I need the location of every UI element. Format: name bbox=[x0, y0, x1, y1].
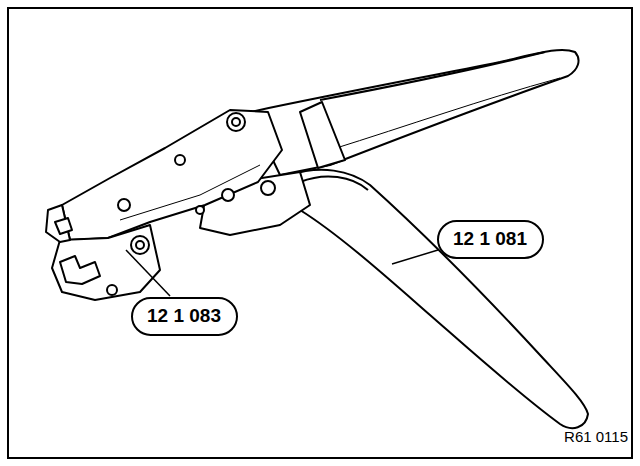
callout-number: 12 1 081 bbox=[453, 228, 528, 250]
callout-box: 12 1 083 bbox=[131, 297, 238, 336]
leader-line bbox=[126, 250, 170, 296]
leader-line bbox=[392, 250, 438, 264]
figure-code: R61 0115 bbox=[564, 428, 628, 445]
callout-box: 12 1 081 bbox=[437, 220, 544, 259]
callout-number: 12 1 083 bbox=[147, 305, 222, 327]
